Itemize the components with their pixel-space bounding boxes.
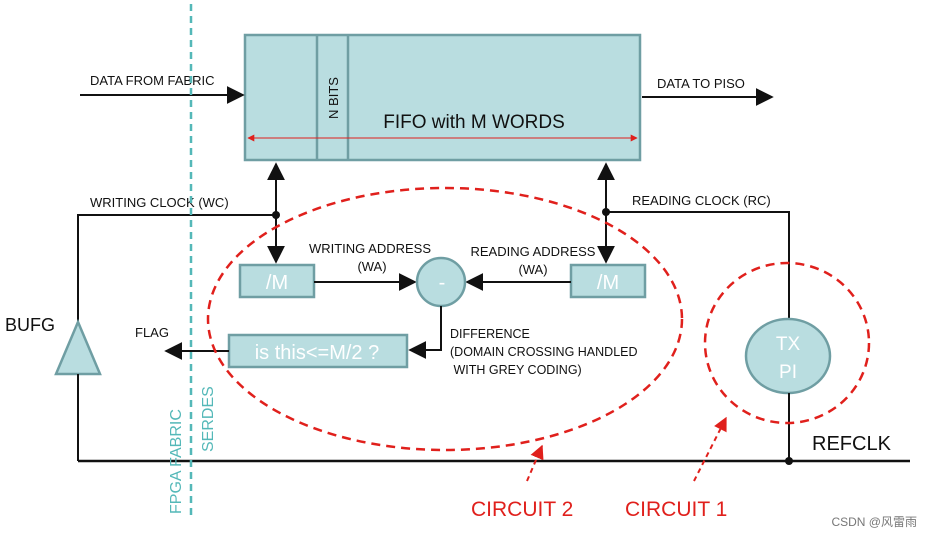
domain-fpga-fabric: FPGA FABRIC (168, 409, 185, 514)
writing-address-label: WRITING ADDRESS (309, 241, 431, 256)
data-in-label: DATA FROM FABRIC (90, 73, 214, 88)
bufg-label: BUFG (5, 315, 55, 335)
circuit2-outline (206, 186, 684, 452)
difference-wire (408, 306, 442, 359)
circuit2-pointer (526, 444, 544, 482)
refclk-junction (785, 457, 793, 465)
reading-clock-label: READING CLOCK (RC) (632, 193, 771, 208)
circuit1-label: CIRCUIT 1 (625, 498, 727, 521)
bufg-buffer (54, 318, 102, 376)
fifo-block: N BITS FIFO with M WORDS (243, 33, 642, 162)
tx-pi-line1: TX (776, 334, 801, 355)
writing-clock-label: WRITING CLOCK (WC) (90, 195, 229, 210)
subtractor-node: - (415, 256, 467, 308)
difference-line-2: (DOMAIN CROSSING HANDLED (450, 345, 638, 359)
refclk-label: REFCLK (812, 433, 892, 455)
difference-line-1: DIFFERENCE (450, 327, 530, 341)
reading-clock-wire (606, 211, 790, 320)
write-divider-block: /M (238, 263, 316, 299)
read-divider-block: /M (569, 263, 647, 299)
circuit1-outline (703, 261, 871, 425)
flag-label: FLAG (135, 325, 169, 340)
reading-address-label: READING ADDRESS (471, 244, 596, 259)
fifo-title: FIFO with M WORDS (383, 112, 565, 133)
difference-line-3: WITH GREY CODING) (450, 363, 582, 377)
reading-address-abbr: (WA) (518, 262, 547, 277)
tx-pi-block: TX PI (744, 317, 832, 395)
domain-serdes: SERDES (200, 386, 217, 452)
writing-clock-wire (77, 214, 276, 350)
write-divider-label: /M (266, 272, 288, 294)
tx-pi-line2: PI (779, 362, 797, 383)
circuit1-pointer (693, 416, 727, 482)
circuit2-label: CIRCUIT 2 (471, 498, 573, 521)
fifo-width-label: N BITS (326, 77, 341, 119)
watermark: CSDN @风雷雨 (831, 515, 917, 529)
compare-block: is this<=M/2 ? (227, 333, 409, 369)
compare-label: is this<=M/2 ? (255, 342, 380, 364)
subtractor-label: - (439, 272, 446, 294)
data-out-label: DATA TO PISO (657, 76, 745, 91)
read-divider-label: /M (597, 272, 619, 294)
writing-address-abbr: (WA) (357, 259, 386, 274)
